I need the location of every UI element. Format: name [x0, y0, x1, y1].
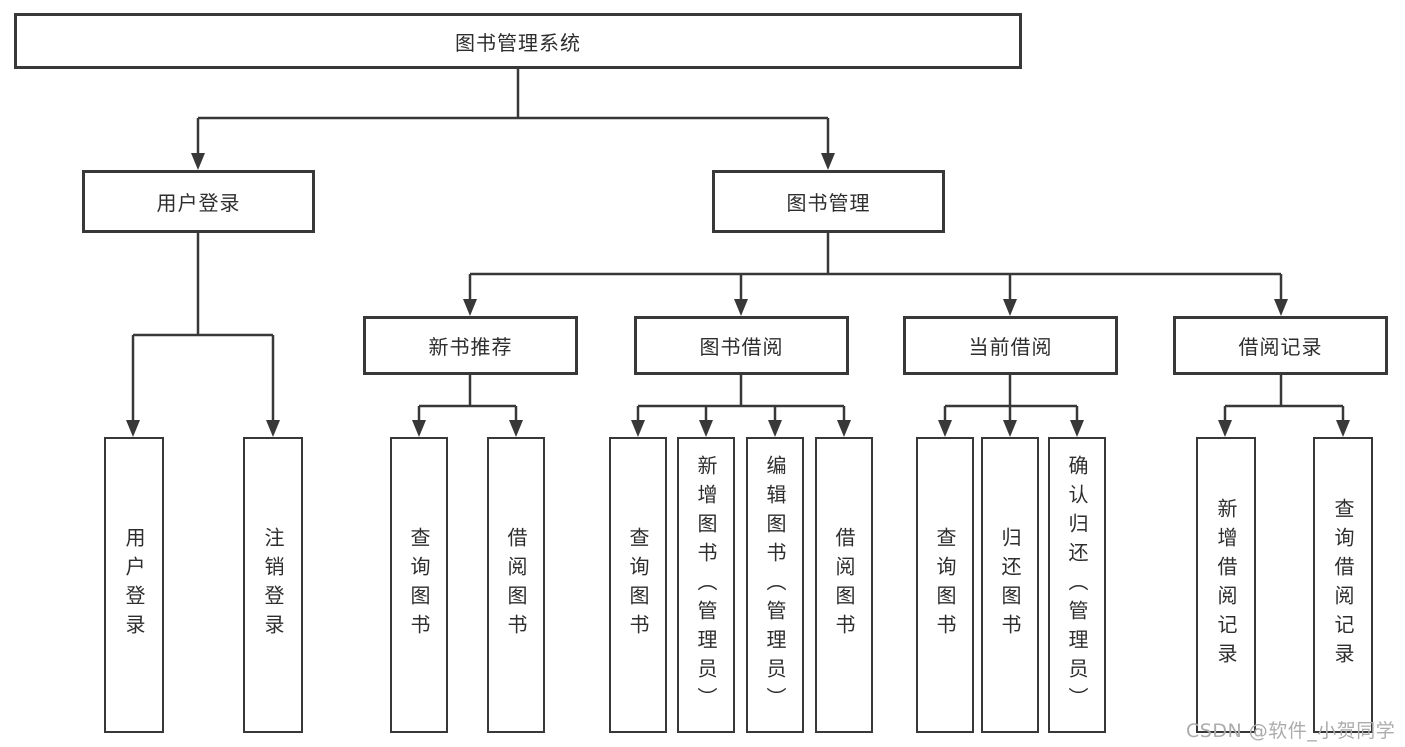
- leaf-query-book-recommend: 查询图书: [390, 437, 448, 733]
- node-label: 查询图书: [626, 527, 650, 643]
- node-label: 借阅记录: [1238, 335, 1323, 359]
- node-label: 当前借阅: [968, 335, 1053, 359]
- node-new-book-recommend: 新书推荐: [363, 316, 578, 375]
- leaf-add-borrow-record: 新增借阅记录: [1196, 437, 1256, 733]
- leaf-edit-book-admin: 编辑图书（管理员）: [746, 437, 804, 733]
- node-label: 图书管理系统: [455, 30, 581, 55]
- node-label: 借阅图书: [832, 527, 856, 643]
- watermark: CSDN @软件_小贺同学: [1186, 720, 1396, 742]
- node-label: 借阅图书: [504, 527, 528, 643]
- node-current-borrow: 当前借阅: [903, 316, 1118, 375]
- leaf-logout: 注销登录: [243, 437, 303, 733]
- node-book-borrow: 图书借阅: [634, 316, 849, 375]
- leaf-confirm-return-admin: 确认归还（管理员）: [1048, 437, 1106, 733]
- node-root: 图书管理系统: [14, 13, 1022, 69]
- leaf-add-book-admin: 新增图书（管理员）: [677, 437, 735, 733]
- node-label: 用户登录: [122, 527, 146, 643]
- node-label: 查询借阅记录: [1331, 498, 1355, 672]
- leaf-borrow-book: 借阅图书: [815, 437, 873, 733]
- leaf-return-book: 归还图书: [981, 437, 1039, 733]
- node-book-management: 图书管理: [712, 170, 945, 233]
- node-label: 查询图书: [407, 527, 431, 643]
- leaf-query-book-borrow: 查询图书: [609, 437, 667, 733]
- node-label: 确认归还（管理员）: [1065, 454, 1089, 716]
- node-label: 注销登录: [261, 527, 285, 643]
- leaf-user-login: 用户登录: [104, 437, 164, 733]
- node-label: 图书管理: [786, 191, 871, 215]
- arrowhead-icons: [126, 153, 1350, 437]
- node-label: 新增图书（管理员）: [694, 454, 718, 716]
- node-label: 新增借阅记录: [1214, 498, 1238, 672]
- node-label: 用户登录: [156, 191, 241, 215]
- leaf-query-borrow-record: 查询借阅记录: [1313, 437, 1373, 733]
- node-user-login: 用户登录: [82, 170, 315, 233]
- node-label: 编辑图书（管理员）: [763, 454, 787, 716]
- leaf-borrow-book-recommend: 借阅图书: [487, 437, 545, 733]
- node-label: 图书借阅: [699, 335, 784, 359]
- leaf-query-book-current: 查询图书: [916, 437, 974, 733]
- node-label: 归还图书: [998, 527, 1022, 643]
- node-borrow-record: 借阅记录: [1173, 316, 1388, 375]
- node-label: 查询图书: [933, 527, 957, 643]
- node-label: 新书推荐: [428, 335, 513, 359]
